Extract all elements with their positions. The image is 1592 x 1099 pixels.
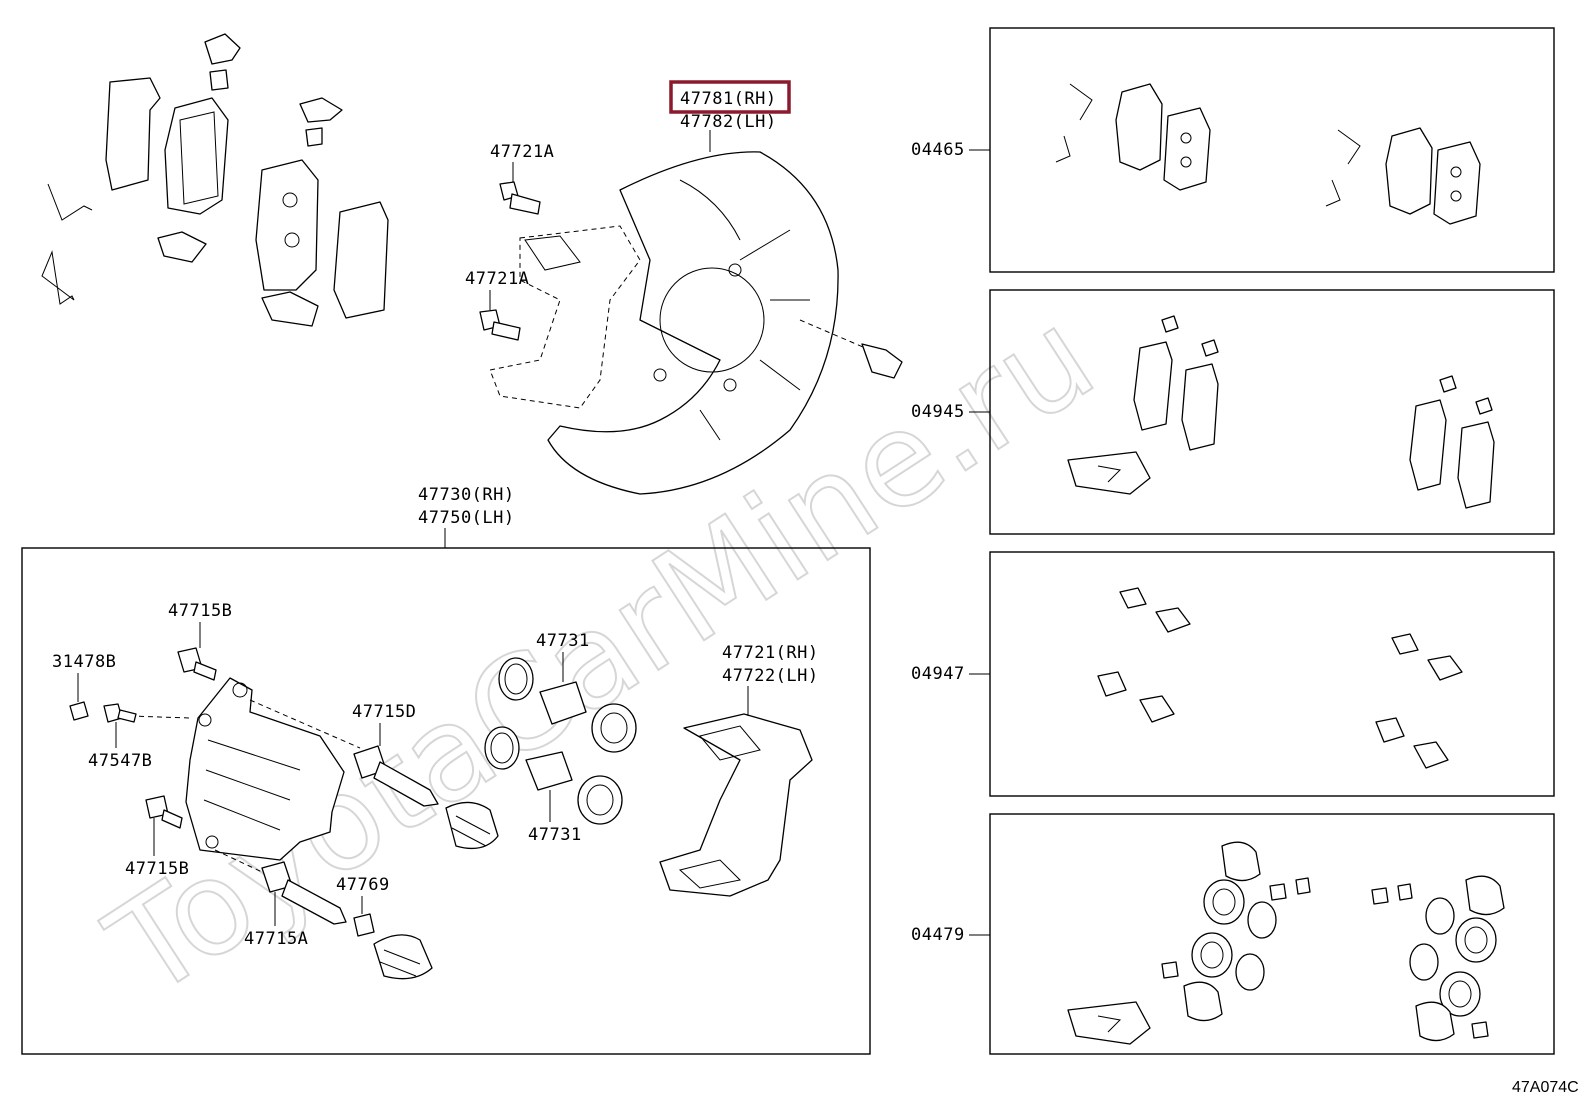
label-47731-lower[interactable]: 47731 xyxy=(528,825,582,845)
slide-pin-47715d xyxy=(353,745,439,807)
disc-brake-dust-cover xyxy=(547,151,903,495)
label-47721a-upper[interactable]: 47721A xyxy=(490,142,554,162)
kit-04465-contents xyxy=(1055,83,1481,225)
highlight-frame-47781 xyxy=(669,80,791,114)
caliper-assembly-frame xyxy=(21,547,871,1055)
caliper-body-illustration xyxy=(129,677,361,873)
label-47750-lh[interactable]: 47750(LH) xyxy=(418,508,515,528)
figure-code: 47A074C xyxy=(1512,1079,1579,1096)
label-kit-04465[interactable]: 04465 xyxy=(911,140,965,160)
bleeder-plug-47547b xyxy=(103,703,137,723)
boot-47769-upper xyxy=(445,801,499,850)
label-47715d[interactable]: 47715D xyxy=(352,702,416,722)
caliper-mounting-bracket xyxy=(659,713,813,897)
bleeder-cap-31478b xyxy=(69,701,89,721)
boot-47769-lower xyxy=(353,913,433,980)
label-kit-04479[interactable]: 04479 xyxy=(911,925,965,945)
label-47782-lh[interactable]: 47782(LH) xyxy=(680,112,777,132)
label-kit-04947[interactable]: 04947 xyxy=(911,664,965,684)
label-47781-rh[interactable]: 47781(RH) xyxy=(680,89,777,109)
label-47769[interactable]: 47769 xyxy=(336,875,390,895)
bolt-47715b-upper xyxy=(177,647,217,681)
bolt-47715b-lower xyxy=(145,795,183,829)
label-kit-04945[interactable]: 04945 xyxy=(911,402,965,422)
pad-assembly-illustration xyxy=(41,33,389,327)
slide-pin-47715a xyxy=(261,861,347,925)
label-47721-rh[interactable]: 47721(RH) xyxy=(722,643,819,663)
label-47547b[interactable]: 47547B xyxy=(88,751,152,771)
mounting-bolt-47721a-lower xyxy=(479,309,521,341)
label-47715b-upper[interactable]: 47715B xyxy=(168,601,232,621)
label-31478b[interactable]: 31478B xyxy=(52,652,116,672)
label-47731-upper[interactable]: 47731 xyxy=(536,631,590,651)
watermark-text: ToyotaCarMine.ru xyxy=(83,280,1119,1027)
label-47715a[interactable]: 47715A xyxy=(244,929,308,949)
kit-04945-contents xyxy=(1067,315,1495,509)
mounting-bolt-47721a-upper xyxy=(499,181,541,215)
kit-04479-frame xyxy=(989,813,1555,1055)
label-47730-rh[interactable]: 47730(RH) xyxy=(418,485,515,505)
kit-04947-contents xyxy=(1097,587,1463,769)
kit-04479-contents xyxy=(1067,841,1505,1045)
label-47721a-lower[interactable]: 47721A xyxy=(465,269,529,289)
label-47715b-lower[interactable]: 47715B xyxy=(125,859,189,879)
label-47722-lh[interactable]: 47722(LH) xyxy=(722,666,819,686)
caliper-bracket-illustration-top xyxy=(489,225,641,409)
kit-04947-frame xyxy=(989,551,1555,797)
pistons-and-seals xyxy=(484,657,637,825)
